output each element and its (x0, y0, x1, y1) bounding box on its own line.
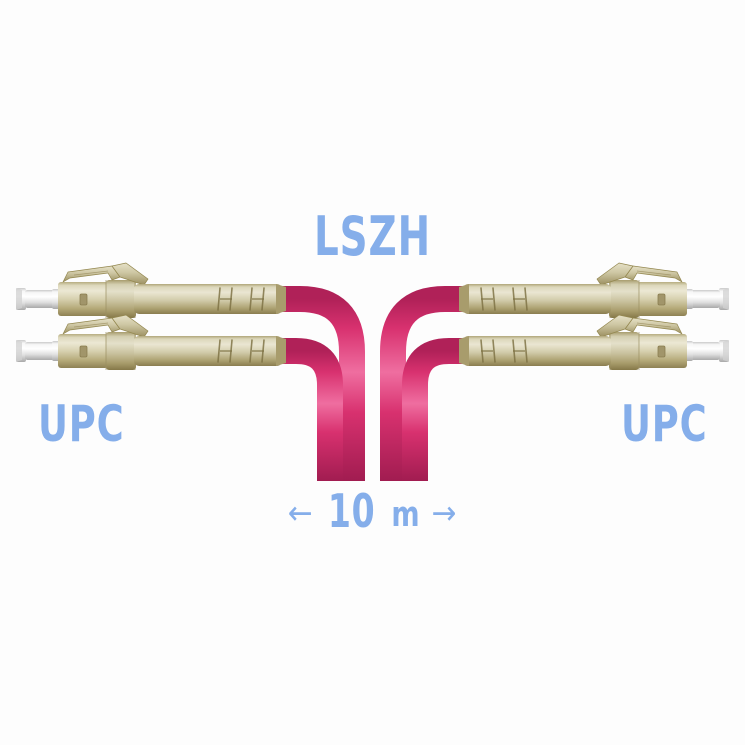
lc-connector-left-bottom (15, 314, 287, 371)
cable-left-bottom (268, 338, 343, 482)
jacket-material-label: LSZH (314, 205, 431, 268)
connector-right-polish-label: UPC (620, 395, 707, 453)
lc-connector-right-bottom (458, 314, 730, 371)
cable-length-unit: m (391, 495, 421, 535)
cable-right-bottom (402, 338, 477, 482)
arrow-left-icon: ← (287, 492, 314, 532)
connector-left-polish-label: UPC (38, 395, 125, 453)
cable-length-label: ← 10 m → (0, 484, 745, 538)
arrow-right-icon: → (431, 492, 458, 532)
lc-connector-right-top (458, 262, 730, 319)
lc-connector-left-top (15, 262, 287, 319)
cable-length-value: 10 (328, 484, 376, 538)
